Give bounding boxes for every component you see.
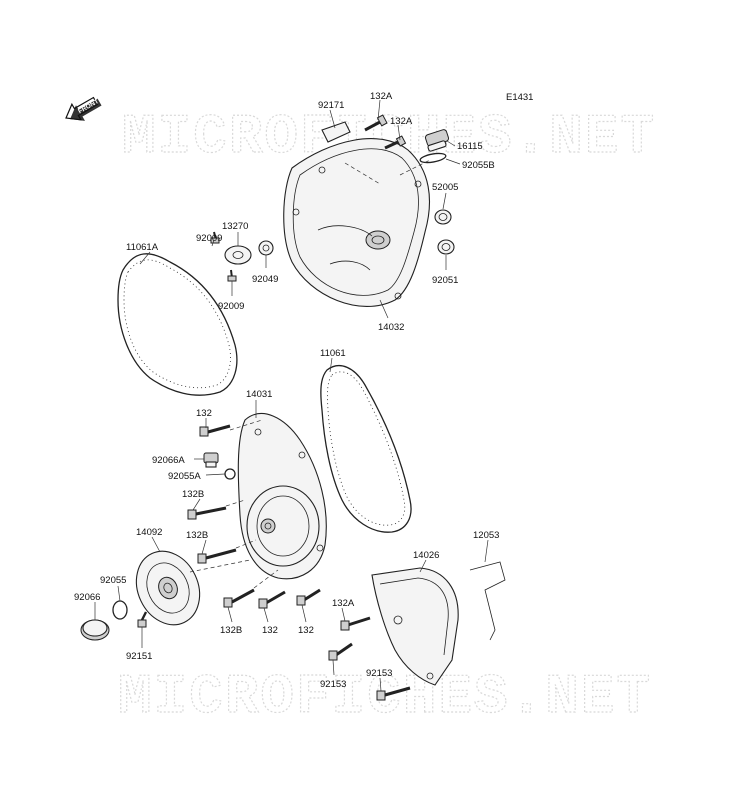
bolt-132A-mid <box>384 135 407 150</box>
label-132A-mid: 132A <box>390 116 413 127</box>
label-92051: 92051 <box>432 275 458 286</box>
cap-92066 <box>80 619 110 641</box>
label-92153-a: 92153 <box>320 679 346 690</box>
label-132B-c: 132B <box>220 625 242 636</box>
o-ring-92055B <box>419 152 447 164</box>
label-92055: 92055 <box>100 575 126 586</box>
label-52005: 52005 <box>432 182 458 193</box>
label-132B-a: 132B <box>182 489 204 500</box>
bolt-92153-a <box>328 642 353 661</box>
label-14032: 14032 <box>378 322 404 333</box>
screw-92151 <box>137 611 148 628</box>
bolt-132B-b <box>197 548 237 564</box>
plug-92066A <box>203 452 219 468</box>
label-92171: 92171 <box>318 100 344 111</box>
bolt-132A-low <box>340 616 371 631</box>
label-14026: 14026 <box>413 550 439 561</box>
label-92009-a: 92009 <box>196 233 222 244</box>
label-92055A: 92055A <box>168 471 201 482</box>
label-132-b: 132 <box>262 625 278 636</box>
oil-filler-cap-16115 <box>424 129 450 152</box>
plate-13270 <box>224 245 252 265</box>
bolt-132-a <box>199 424 231 437</box>
bolt-132B-a <box>187 506 227 520</box>
cover-14092 <box>135 550 201 626</box>
label-92153-b: 92153 <box>366 668 392 679</box>
bolt-132A-top <box>364 114 388 132</box>
seal-52005 <box>434 209 452 225</box>
part-labels: 92171 132A 132A 16115 92055B 52005 13270… <box>74 91 499 690</box>
seal-92049 <box>258 240 274 256</box>
generator-cover-14031 <box>237 413 327 580</box>
bracket-92171 <box>321 121 351 143</box>
label-92049: 92049 <box>252 274 278 285</box>
label-132-c: 132 <box>298 625 314 636</box>
label-16115: 16115 <box>457 141 483 152</box>
gasket-11061A <box>117 253 238 396</box>
bolt-132-c <box>296 588 321 606</box>
bolt-132-b <box>258 590 286 609</box>
screw-92009-b <box>227 269 237 282</box>
bracket-12053 <box>469 561 506 641</box>
gasket-11061 <box>320 365 412 533</box>
seal-92051 <box>437 239 455 255</box>
label-132A-top: 132A <box>370 91 393 102</box>
leader-lines <box>94 99 489 692</box>
diagram-code: E1431 <box>506 92 533 103</box>
clutch-cover-14032 <box>283 138 431 307</box>
label-132-a: 132 <box>196 408 212 419</box>
front-arrow-icon: FRONT <box>65 96 102 121</box>
label-92055B: 92055B <box>462 160 495 171</box>
label-92009-b: 92009 <box>218 301 244 312</box>
label-11061: 11061 <box>320 348 346 359</box>
label-13270: 13270 <box>222 221 248 232</box>
label-132B-b: 132B <box>186 530 208 541</box>
label-14092: 14092 <box>136 527 162 538</box>
o-ring-92055 <box>112 600 128 620</box>
o-ring-92055A <box>224 468 236 480</box>
label-92151: 92151 <box>126 651 152 662</box>
label-12053: 12053 <box>473 530 499 541</box>
bolt-132B-c <box>223 588 255 608</box>
screw-92009-a <box>210 231 220 244</box>
sprocket-cover-14026 <box>371 567 459 686</box>
label-92066: 92066 <box>74 592 100 603</box>
label-11061A: 11061A <box>126 242 159 253</box>
label-92066A: 92066A <box>152 455 185 466</box>
label-14031: 14031 <box>246 389 272 400</box>
label-132A-low: 132A <box>332 598 355 609</box>
